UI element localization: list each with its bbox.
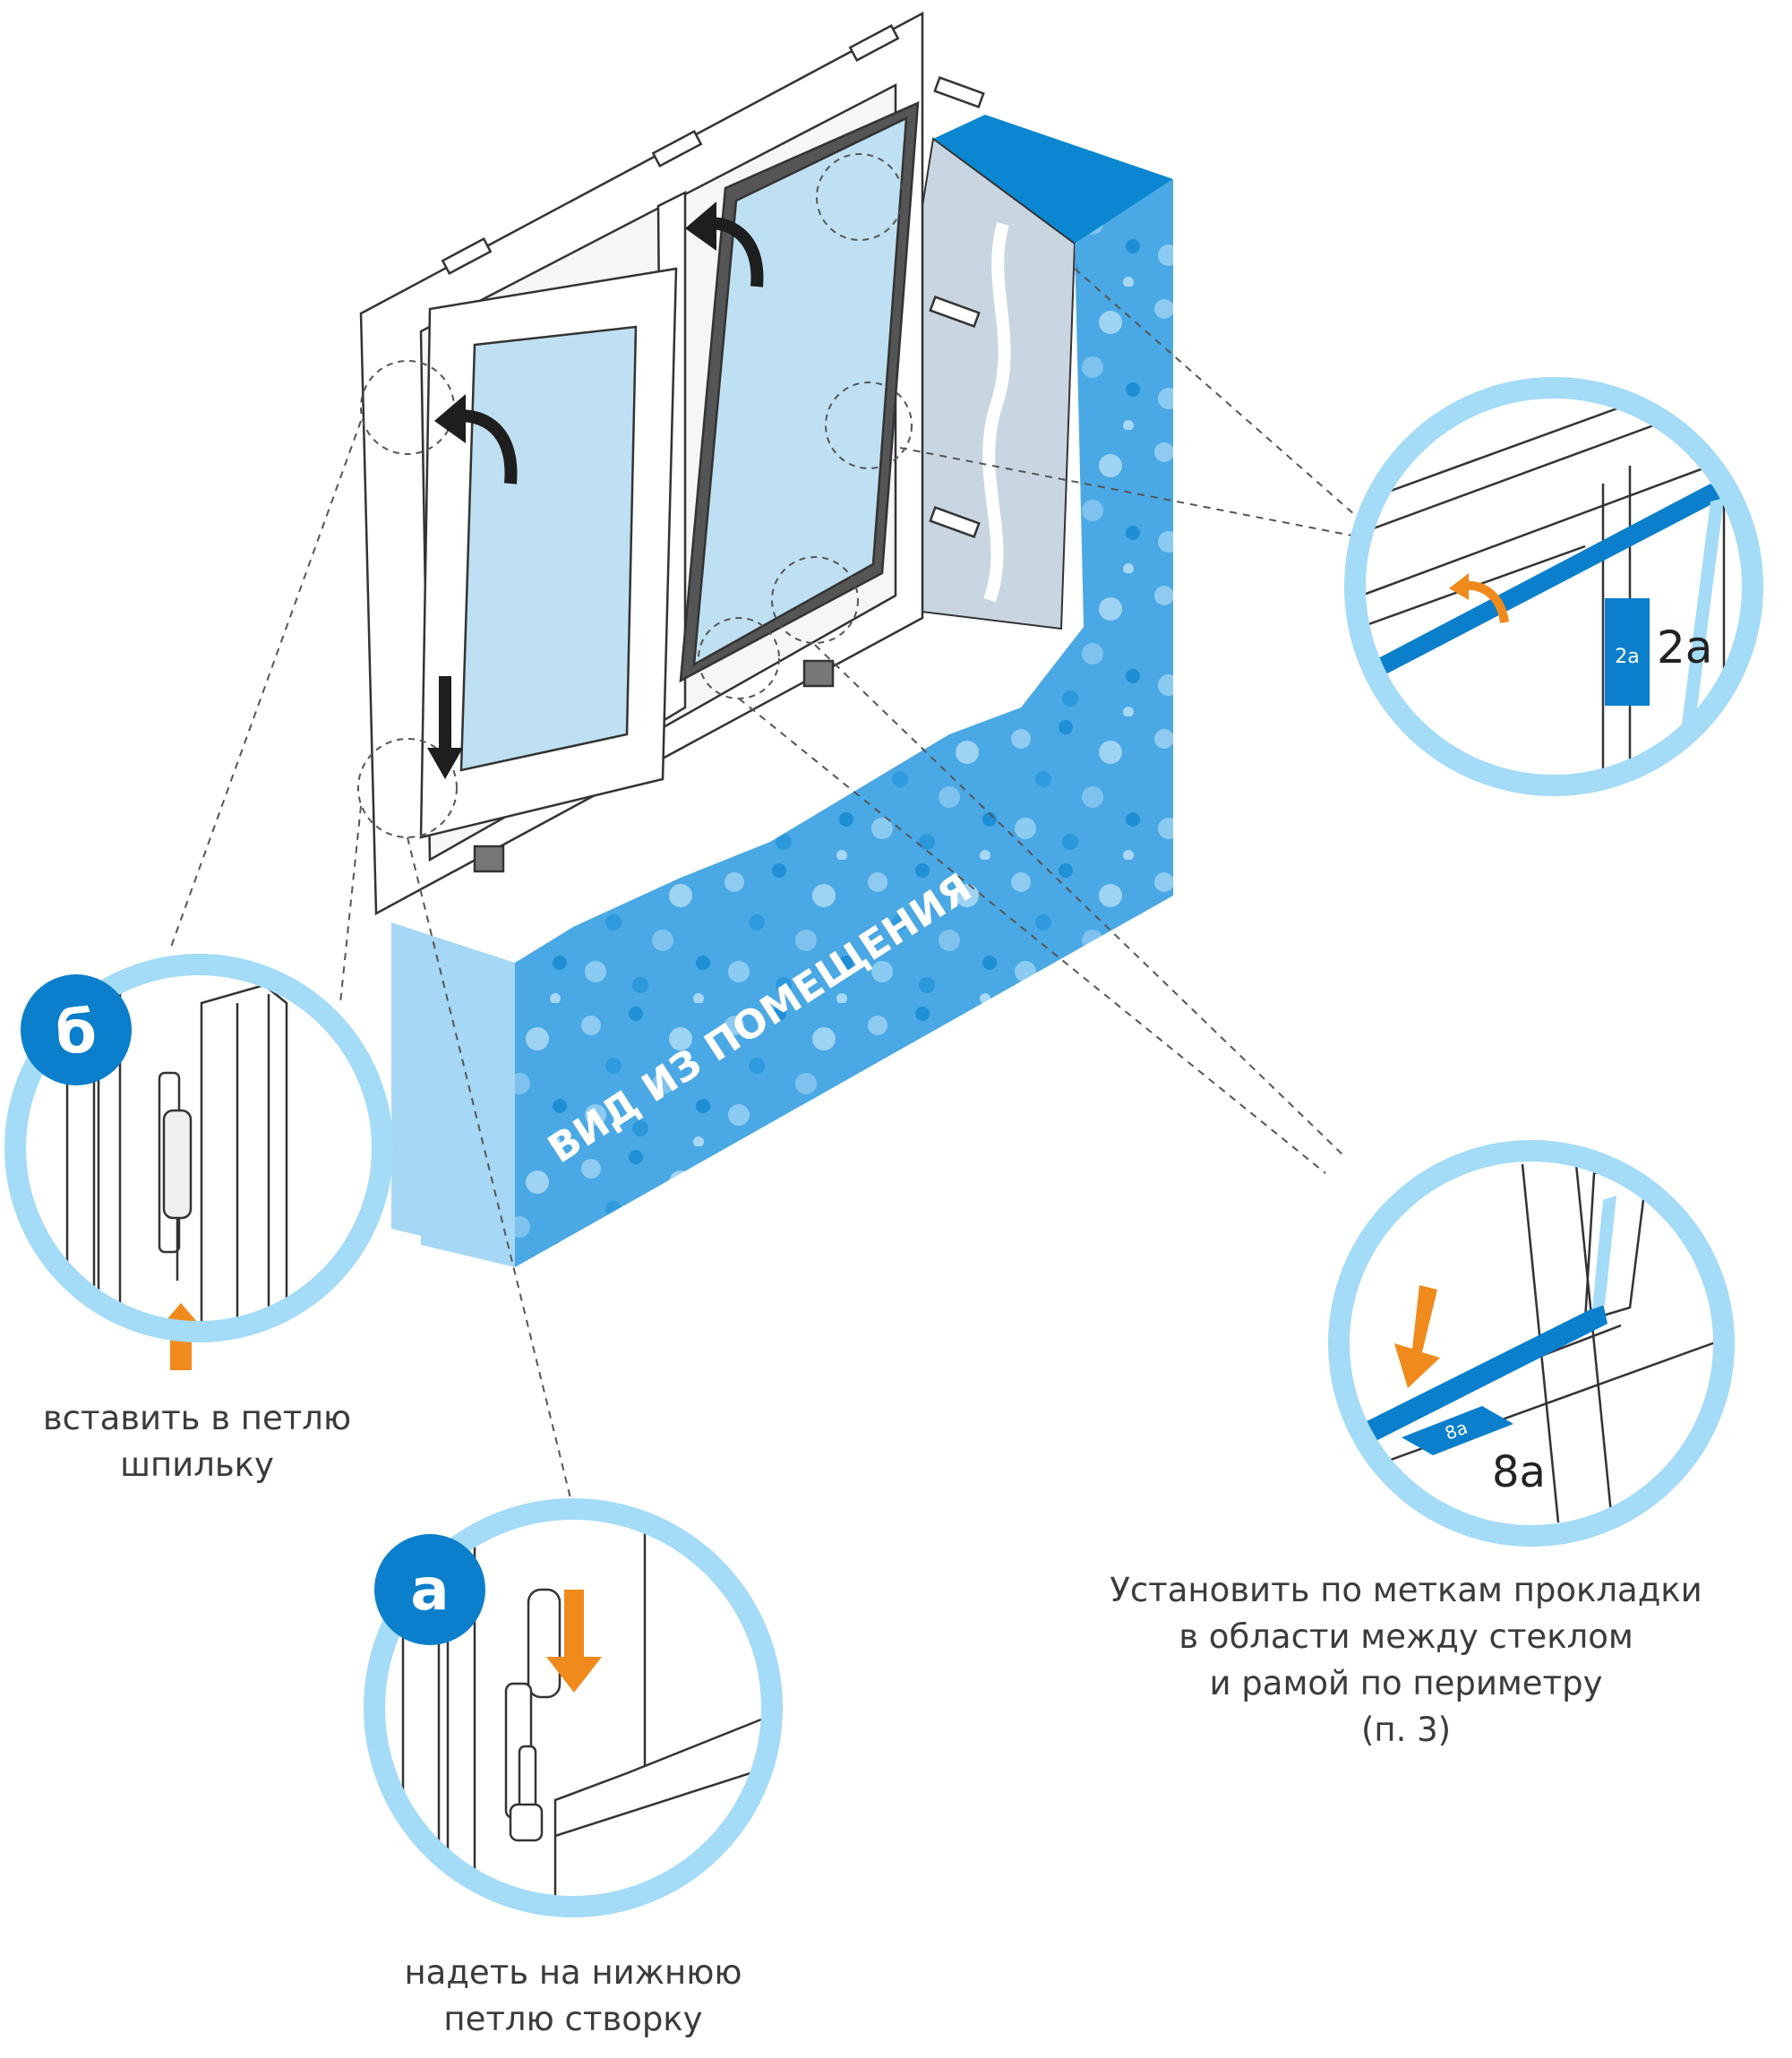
caption-8a-line: Установить по меткам прокладки — [1110, 1571, 1702, 1609]
gasket-strip — [1361, 484, 1724, 682]
detail-circle-hinge-bottom — [357, 738, 458, 838]
callout-a-ring — [364, 1498, 783, 1917]
wall-reveal — [898, 137, 1076, 630]
mark-2a — [1605, 598, 1650, 706]
wall-front-light — [391, 922, 515, 1267]
callout-a: а — [364, 1498, 783, 1917]
hinge-barrel — [162, 1109, 193, 1220]
caption-a-line: петлю створку — [443, 2000, 703, 2038]
detail-circle-sash-mid — [825, 382, 913, 469]
callout-2a: 2а 2а — [1344, 377, 1763, 796]
caption-b-line: шпильку — [120, 1445, 274, 1484]
badge-a-letter: а — [410, 1557, 449, 1624]
arrow-down-orange — [1394, 1285, 1440, 1388]
sill-support — [473, 845, 505, 873]
detail-circle-sash-top — [816, 153, 904, 241]
room-wall: ВИД ИЗ ПОМЕЩЕНИЯ — [391, 115, 1173, 1267]
callout-b: б — [4, 954, 393, 1370]
gasket-strip — [1339, 1303, 1608, 1469]
gasket-strip-vertical — [1675, 498, 1724, 779]
leader-lines — [169, 268, 1371, 1510]
callout-8a-ring — [1328, 1140, 1735, 1547]
detail-circle-sash-bottom — [771, 556, 859, 644]
mounting-bracket — [848, 24, 900, 62]
caption-8a: Установить по меткам прокладки в области… — [1066, 1567, 1746, 1754]
mark-2a-label: 2а — [1657, 622, 1712, 673]
badge-a — [374, 1534, 485, 1645]
wall-top — [933, 115, 1173, 244]
hinge-upper-barrel — [527, 1588, 562, 1699]
mounting-bracket — [929, 295, 981, 329]
badge-b-letter: б — [56, 998, 97, 1067]
mounting-bracket — [441, 237, 493, 275]
mounting-bracket — [651, 130, 703, 167]
mark-8a-label: 8а — [1492, 1447, 1546, 1497]
callout-2a-ring — [1344, 377, 1763, 796]
caption-8a-line: (п. 3) — [1360, 1711, 1452, 1749]
caption-a-line: надеть на нижнюю — [404, 1953, 742, 1992]
right-sash-glass — [692, 116, 908, 667]
sill-support — [802, 659, 835, 688]
gasket-strip-vertical — [1592, 1196, 1616, 1309]
caption-b-line: вставить в петлю — [42, 1399, 352, 1437]
callout-8a: 8а 8а — [1328, 1140, 1735, 1547]
mounting-bracket — [933, 75, 985, 109]
mark-2a-tag: 2а — [1615, 646, 1639, 668]
mounting-bracket — [929, 505, 981, 539]
wall-face — [515, 179, 1173, 1267]
window — [357, 11, 985, 916]
mark-8a — [1402, 1406, 1513, 1455]
caption-8a-line: и рамой по периметру — [1209, 1664, 1603, 1702]
callout-b-ring — [4, 954, 393, 1342]
badge-b — [21, 974, 132, 1085]
left-sash-glass — [459, 325, 638, 772]
hinge-pin — [518, 1745, 537, 1811]
caption-a: надеть на нижнюю петлю створку — [376, 1950, 770, 2043]
caption-8a-line: в области между стеклом — [1179, 1617, 1633, 1656]
caption-b: вставить в петлю шпильку — [18, 1395, 376, 1488]
arrow-down-orange — [546, 1590, 602, 1693]
